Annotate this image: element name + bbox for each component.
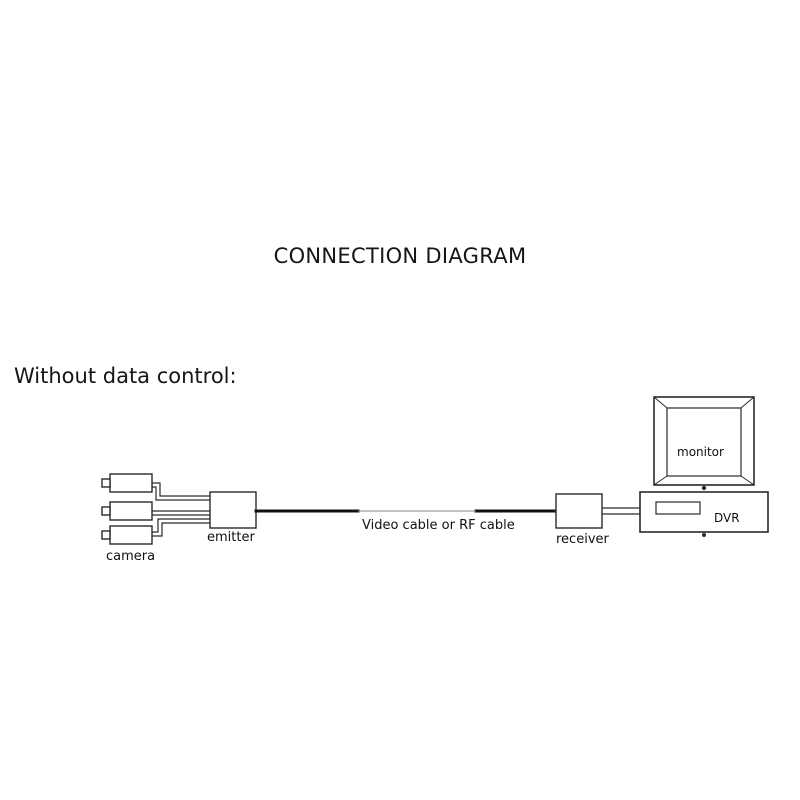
camera-2	[109, 501, 153, 521]
camera-cables	[152, 482, 210, 537]
monitor	[653, 396, 755, 491]
camera-3	[109, 525, 153, 545]
camera-label: camera	[106, 549, 155, 564]
monitor-bezel-bl	[653, 475, 668, 486]
receiver-box	[555, 493, 603, 529]
camera-1-lens	[101, 478, 111, 488]
camera-1	[109, 473, 153, 493]
dvr	[639, 491, 769, 537]
monitor-stand-dot	[701, 485, 707, 491]
monitor-label: monitor	[677, 445, 724, 459]
monitor-bezel-tl	[653, 396, 668, 409]
camera-3-lens	[101, 530, 111, 540]
receiver-dvr-cables	[602, 507, 640, 515]
monitor-bezel-br	[740, 475, 755, 486]
cable-label: Video cable or RF cable	[362, 518, 515, 533]
dvr-slot	[655, 501, 701, 515]
receiver-label: receiver	[556, 532, 610, 547]
monitor-screen	[666, 407, 742, 477]
emitter-box	[209, 491, 257, 529]
camera-group	[101, 473, 153, 545]
dvr-box	[639, 491, 769, 533]
dvr-label: DVR	[714, 511, 740, 525]
camera-2-lens	[101, 506, 111, 516]
emitter-label: emitter	[207, 530, 255, 545]
section-label: Without data control:	[14, 364, 237, 388]
page-title: CONNECTION DIAGRAM	[273, 244, 527, 268]
dvr-foot-dot	[702, 533, 706, 537]
monitor-bezel-tr	[740, 396, 755, 409]
